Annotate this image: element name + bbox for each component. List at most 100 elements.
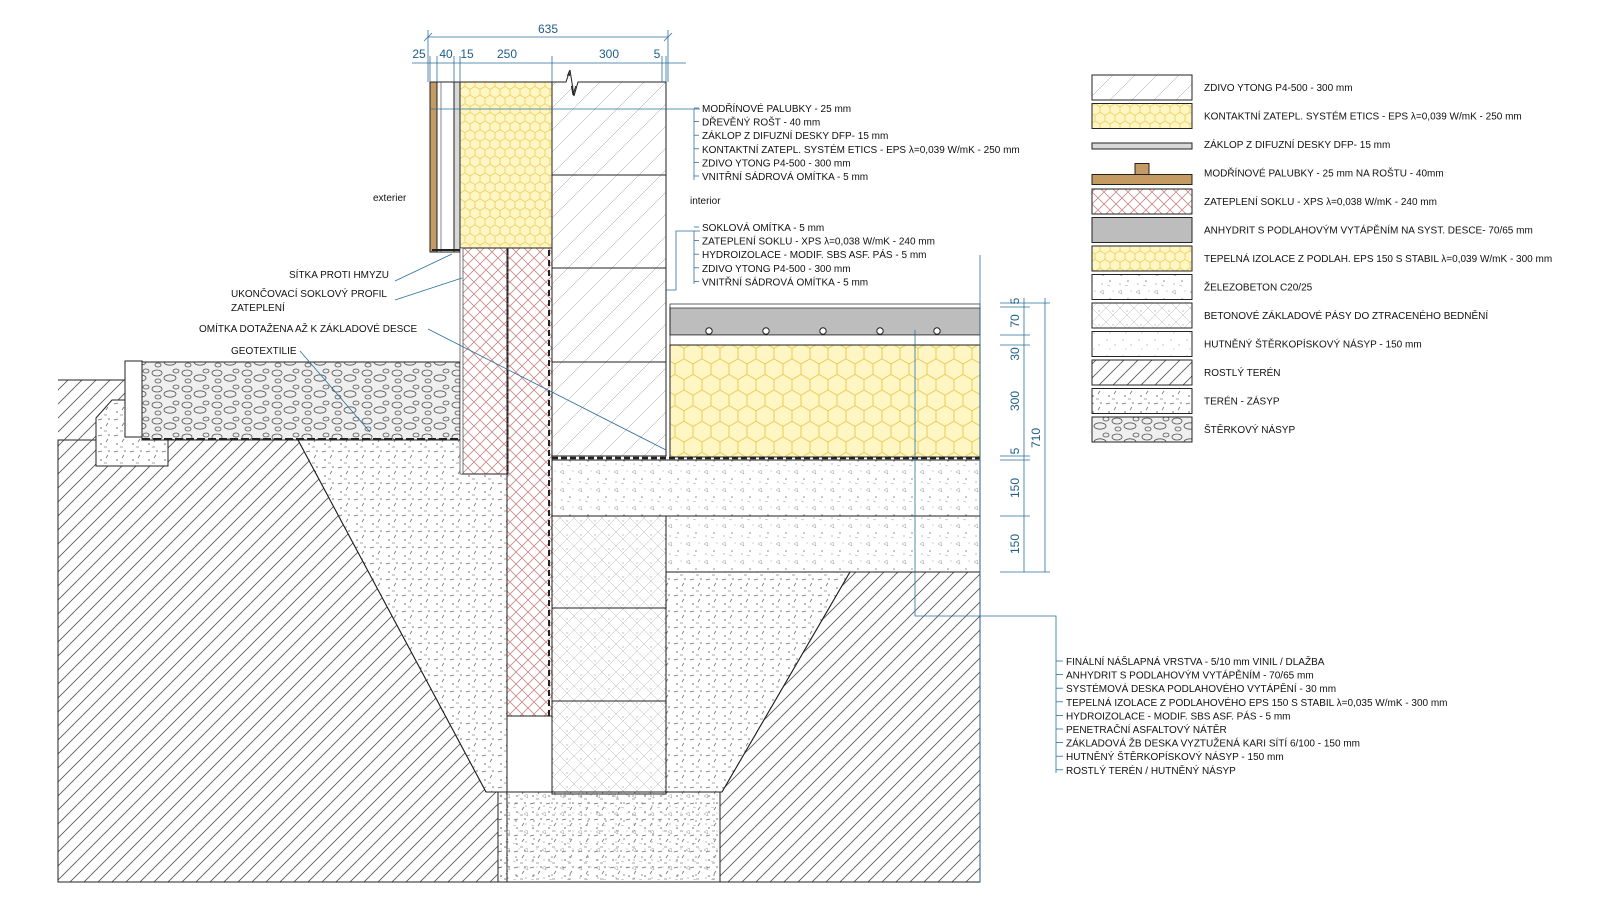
plaster-note-label: OMÍTKA DOTAŽENA AŽ K ZÁKLADOVÉ DESCE [199, 322, 418, 335]
dim-part-1: 25 [412, 47, 426, 61]
plinth-layer-item: HYDROIZOLACE - MODIF. SBS ASF. PÁS - 5 m… [702, 248, 926, 261]
legend-swatch-anhydrite [1091, 217, 1193, 243]
floor-layer-item: HYDROIZOLACE - MODIF. SBS ASF. PÁS - 5 m… [1066, 709, 1290, 722]
legend-label: ROSTLÝ TERÉN [1204, 366, 1281, 379]
legend-swatch-dfp [1091, 142, 1193, 150]
xps-plinth [461, 247, 509, 475]
legend-label: ZATEPLENÍ SOKLU - XPS λ=0,038 W/mK - 240… [1204, 195, 1437, 208]
legend-row: MODŘÍNOVÉ PALUBKY - 25 mm NA ROŠTU - 40m… [1091, 163, 1444, 185]
legend-label: ŠTĚRKOVÝ NÁSYP [1204, 423, 1295, 436]
legend-swatch-eps [1091, 103, 1193, 129]
geotextile-label: GEOTEXTILIE [231, 346, 297, 357]
legend-row: ANHYDRIT S PODLAHOVÝM VYTÁPĚNÍM NA SYST.… [1091, 217, 1533, 243]
legend-row: TEPELNÁ IZOLACE Z PODLAH. EPS 150 S STAB… [1091, 245, 1552, 272]
legend-row: ŠTĚRKOVÝ NÁSYP [1091, 416, 1295, 443]
dim-part-6: 5 [654, 47, 661, 61]
heating-pipe [933, 327, 941, 335]
heating-pipe [705, 327, 713, 335]
legend-swatch-batten [1134, 163, 1150, 175]
eps-floor-insulation [669, 344, 981, 458]
break-zigzag [558, 69, 586, 97]
floor-layer-item: ANHYDRIT S PODLAHOVÝM VYTÁPĚNÍM - 70/65 … [1066, 669, 1314, 682]
heating-pipes [705, 327, 941, 335]
wall-layer-item: DŘEVĚNÝ ROŠT - 40 mm [702, 116, 820, 129]
legend-swatch-gravel [1091, 416, 1193, 443]
dim-right-5: 5 [1008, 447, 1022, 454]
wall-layer-item: KONTAKTNÍ ZATEPL. SYSTÉM ETICS - EPS λ=0… [702, 143, 1020, 156]
floor-layer-item: ROSTLÝ TERÉN / HUTNĚNÝ NÁSYP [1066, 764, 1236, 777]
floor-leader [914, 330, 1057, 773]
legend-swatch-wood [1091, 174, 1193, 185]
legend-row: KONTAKTNÍ ZATEPL. SYSTÉM ETICS - EPS λ=0… [1091, 103, 1522, 129]
plinth-layer-item: VNITŘNÍ SÁDROVÁ OMÍTKA - 5 mm [702, 275, 868, 288]
floor-layer-item: HUTNĚNÝ ŠTĚRKOPÍSKOVÝ NÁSYP - 150 mm [1066, 750, 1284, 763]
floor-layer-item: ZÁKLADOVÁ ŽB DESKA VYZTUŽENÁ KARI SÍTÍ 6… [1066, 737, 1360, 750]
legend-label: MODŘÍNOVÉ PALUBKY - 25 mm NA ROŠTU - 40m… [1204, 167, 1444, 180]
interior-label: interior [690, 196, 721, 207]
plinth-profile-label: UKONČOVACÍ SOKLOVÝ PROFIL [231, 287, 387, 300]
dim-right-1: 5 [1008, 297, 1022, 304]
legend-label: TEPELNÁ IZOLACE Z PODLAH. EPS 150 S STAB… [1204, 252, 1552, 265]
plaster-note-leader [427, 328, 667, 451]
wall-layer-item: VNITŘNÍ SÁDROVÁ OMÍTKA - 5 mm [702, 170, 868, 183]
legend-swatch-soil [1091, 359, 1193, 386]
section-drawing [57, 69, 981, 883]
legend-swatch-blocks [1091, 302, 1193, 329]
legend-row: TERÉN - ZÁSYP [1091, 388, 1280, 414]
compacted-fill [665, 515, 981, 573]
legend-label: TERÉN - ZÁSYP [1204, 395, 1280, 408]
annotations: exterier interior MODŘÍNOVÉ PALUBKY - 25… [199, 102, 1448, 777]
legend-swatch-eps [1091, 245, 1193, 272]
gravel-strip [141, 361, 461, 441]
floor-layer-item: SYSTÉMOVÁ DESKA PODLAHOVÉHO VYTÁPĚNÍ - 3… [1066, 682, 1336, 695]
legend-swatch-ytong [1091, 74, 1193, 101]
legend-label: ANHYDRIT S PODLAHOVÝM VYTÁPĚNÍM NA SYST.… [1204, 224, 1533, 237]
legend-row: HUTNĚNÝ ŠTĚRKOPÍSKOVÝ NÁSYP - 150 mm [1091, 331, 1422, 357]
heating-pipe [819, 327, 827, 335]
dfp-board [453, 81, 461, 253]
legend-label: ZDIVO YTONG P4-500 - 300 mm [1204, 83, 1353, 94]
plinth-profile-leader [394, 277, 463, 301]
plinth-plaster [459, 247, 464, 475]
plinth-leader [666, 230, 700, 291]
dim-total: 635 [538, 22, 558, 36]
exterior-label: exterier [373, 193, 407, 204]
wall-layer-item: MODŘÍNOVÉ PALUBKY - 25 mm [702, 102, 851, 115]
floor-layer-item: TEPELNÁ IZOLACE Z PODLAHOVÉHO EPS 150 S … [1066, 696, 1448, 709]
foundation-blocks [551, 515, 667, 795]
eps-wall-insulation [459, 81, 553, 249]
legend-swatch-concrete [1091, 274, 1193, 300]
plinth-layer-item: SOKLOVÁ OMÍTKA - 5 mm [702, 221, 824, 234]
larch-boards [429, 81, 438, 253]
legend-row: ZATEPLENÍ SOKLU - XPS λ=0,038 W/mK - 240… [1091, 188, 1437, 215]
final-floor [669, 303, 981, 309]
heating-pipe [876, 327, 884, 335]
footing-concrete [498, 792, 720, 882]
right-dimensions: 5 70 30 300 5 150 150 710 [1000, 297, 1050, 573]
dim-part-2: 40 [439, 47, 453, 61]
heating-system-board [669, 334, 981, 346]
wall-layer-item: ZÁKLOP Z DIFUZNÍ DESKY DFP- 15 mm [702, 129, 888, 142]
dim-right-6: 150 [1008, 478, 1022, 498]
legend-row: ŽELEZOBETON C20/25 [1091, 274, 1313, 300]
geotextile-leader [299, 350, 371, 433]
legend-swatch-xps [1091, 188, 1193, 215]
floor-layer-item: PENETRAČNÍ ASFALTOVÝ NÁTĚR [1066, 723, 1227, 736]
floor-layer-item: FINÁLNÍ NÁŠLAPNÁ VRSTVA - 5/10 mm VINIL … [1066, 655, 1325, 668]
dim-right-7: 150 [1008, 534, 1022, 554]
legend-swatch-sand [1091, 331, 1193, 357]
legend-row: BETONOVÉ ZÁKLADOVÉ PÁSY DO ZTRACENÉHO BE… [1091, 302, 1488, 329]
legend-row: ZDIVO YTONG P4-500 - 300 mm [1091, 74, 1353, 101]
legend: ZDIVO YTONG P4-500 - 300 mm KONTAKTNÍ ZAT… [1091, 74, 1552, 443]
edge-kerb [124, 360, 143, 438]
plinth-profile-label-2: ZATEPLENÍ [231, 301, 285, 314]
legend-label: KONTAKTNÍ ZATEPL. SYSTÉM ETICS - EPS λ=0… [1204, 110, 1522, 123]
dim-part-4: 250 [497, 47, 517, 61]
plinth-layer-item: ZDIVO YTONG P4-500 - 300 mm [702, 264, 851, 275]
heating-pipe [762, 327, 770, 335]
floor-layers: FINÁLNÍ NÁŠLAPNÁ VRSTVA - 5/10 mm VINIL … [1056, 655, 1448, 777]
dim-right-2: 70 [1008, 314, 1022, 328]
